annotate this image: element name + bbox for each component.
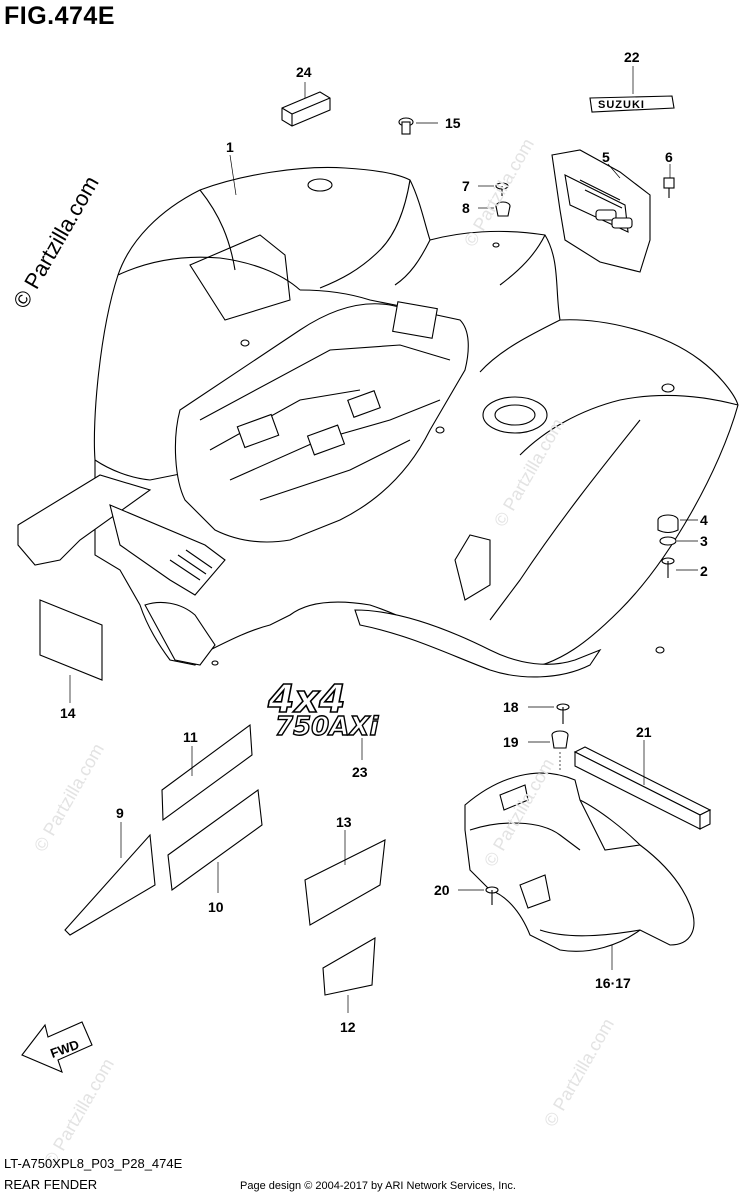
part-4-cushion (657, 514, 679, 534)
callout-23: 23 (352, 764, 368, 780)
rear-fender-body (17, 166, 739, 678)
callout-21: 21 (636, 724, 652, 740)
callout-14: 14 (60, 705, 76, 721)
diagram-code: LT-A750XPL8_P03_P28_474E (4, 1156, 183, 1171)
part-12-label (322, 937, 376, 996)
part-23-4x4-emblem: 4x4 750AXi (266, 676, 380, 743)
part-5-tail-light-bracket (551, 149, 651, 273)
diagram-title: REAR FENDER (4, 1177, 98, 1192)
callout-6: 6 (665, 149, 673, 165)
callout-22: 22 (624, 49, 640, 65)
emblem-model-text: 750AXi (275, 712, 379, 742)
part-14-label (39, 599, 103, 681)
callout-3: 3 (700, 533, 708, 549)
callout-18: 18 (503, 699, 519, 715)
part-7-screw (495, 182, 509, 196)
part-20-screw (485, 886, 499, 905)
part-22-suzuki-emblem: SUZUKI (589, 95, 675, 113)
emblem-4x4-text: 4x4 (267, 677, 345, 721)
part-18-screw (556, 703, 570, 724)
callout-5: 5 (602, 149, 610, 165)
part-6-screw (663, 177, 675, 198)
callout-20: 20 (434, 882, 450, 898)
part-19-grommet (551, 730, 569, 749)
callout-8: 8 (462, 200, 470, 216)
part-3-washer (659, 536, 677, 546)
callout-24: 24 (296, 64, 312, 80)
suzuki-emblem-text: SUZUKI (598, 99, 645, 111)
part-2-bolt (661, 557, 675, 578)
part-9-label (64, 833, 156, 936)
part-8-grommet (495, 201, 511, 217)
part-11-label (161, 723, 253, 822)
figure-title: FIG.474E (4, 2, 115, 30)
part-16-17-mud-guard (464, 772, 695, 952)
callout-13: 13 (336, 814, 352, 830)
callout-15: 15 (445, 115, 461, 131)
callout-12: 12 (340, 1019, 356, 1035)
callout-10: 10 (208, 899, 224, 915)
callout-16-17: 16·17 (595, 975, 631, 991)
callout-1: 1 (226, 139, 234, 155)
part-10-label (167, 789, 263, 891)
callout-4: 4 (700, 512, 708, 528)
callout-7: 7 (462, 178, 470, 194)
callout-9: 9 (116, 805, 124, 821)
callout-2: 2 (700, 563, 708, 579)
forward-direction-arrow: FWD (21, 1021, 93, 1073)
callout-19: 19 (503, 734, 519, 750)
copyright-notice: Page design © 2004-2017 by ARI Network S… (240, 1180, 516, 1192)
callout-11: 11 (183, 729, 198, 745)
part-15-clip (398, 117, 414, 135)
part-21-rubber-strip (573, 746, 712, 830)
part-24-rubber-block (281, 91, 331, 127)
part-13-label (304, 839, 386, 926)
